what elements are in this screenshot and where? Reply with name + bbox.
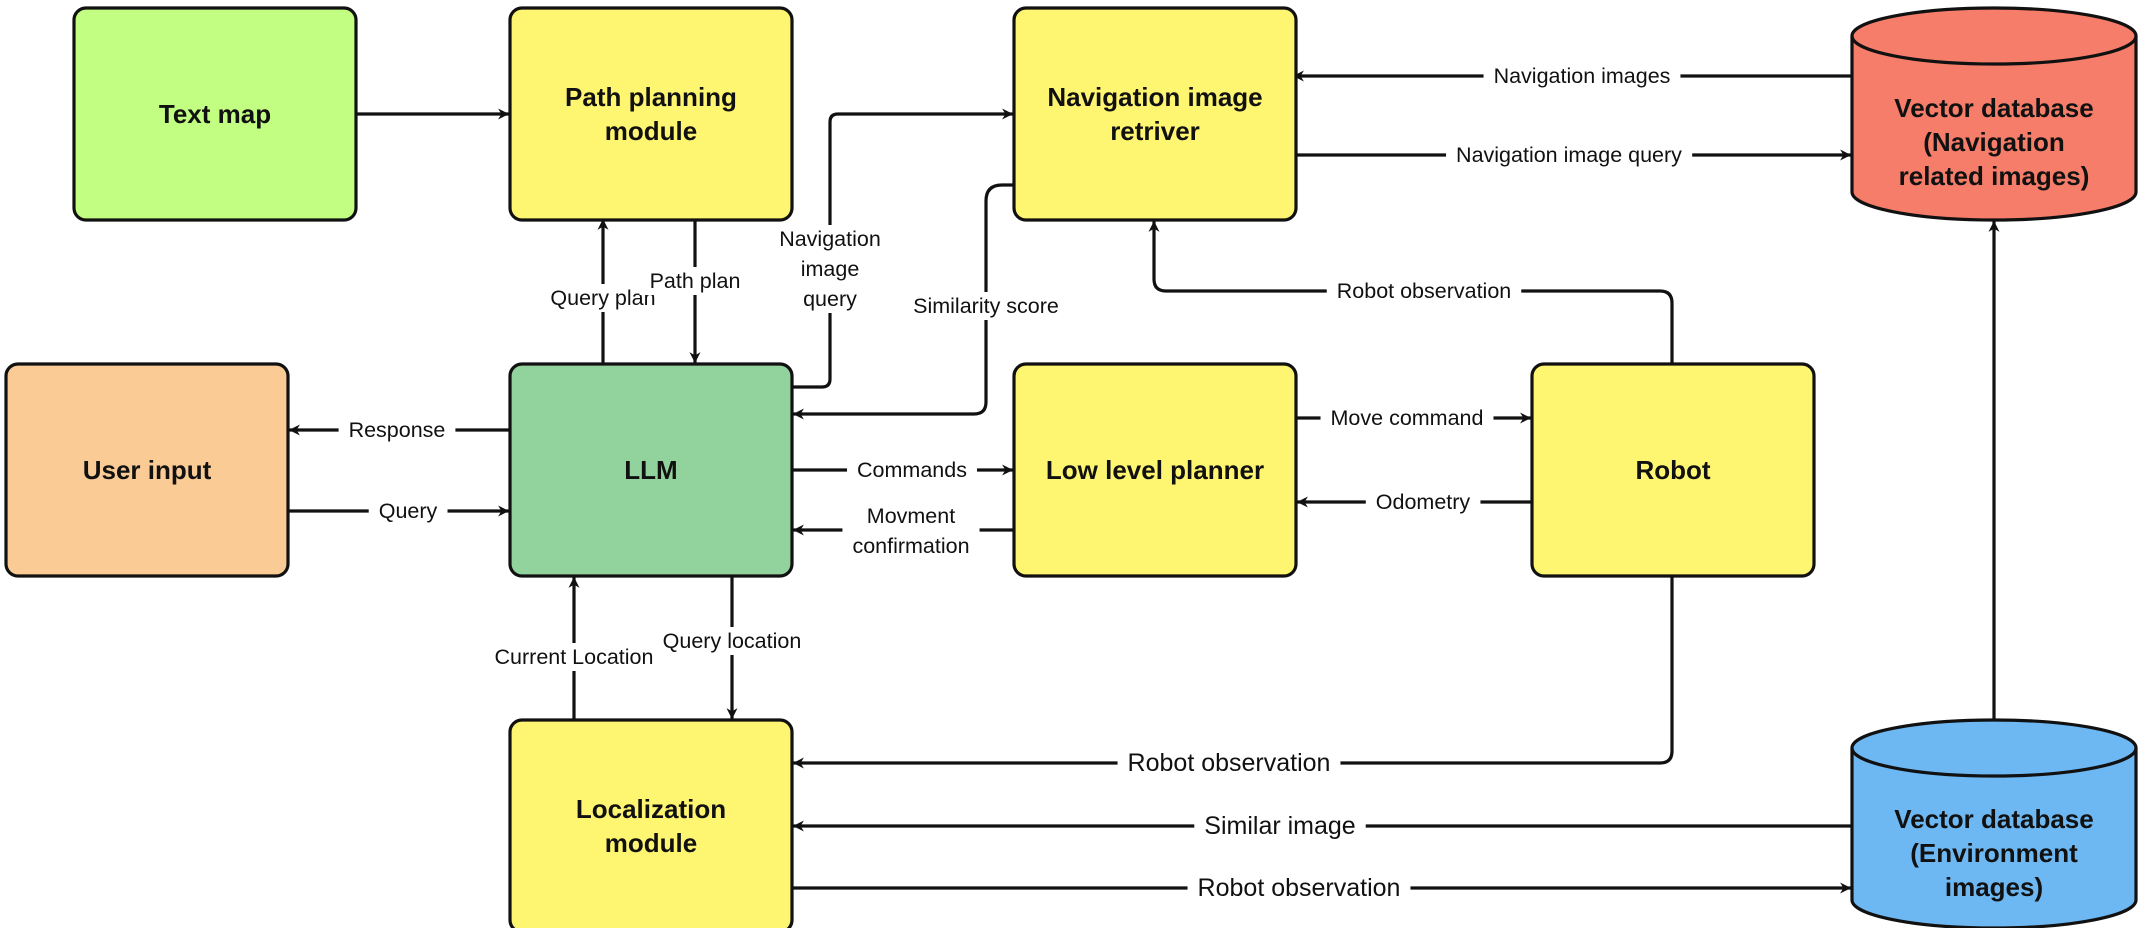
label-line: Robot observation — [1128, 749, 1331, 777]
label-line: images) — [1945, 872, 2043, 902]
label-query: Query — [368, 497, 448, 525]
svg-text:Robot observation: Robot observation — [1337, 279, 1512, 303]
label-line: LLM — [624, 455, 677, 485]
llm-node: LLM — [508, 362, 794, 578]
edge-robot-to-localization — [792, 574, 1674, 769]
label-line: image — [801, 257, 860, 281]
label-current-location: Current Location — [484, 643, 664, 671]
label-line: (Navigation — [1923, 127, 2065, 157]
node-label: LLM — [624, 455, 677, 485]
node-label: Path planning module — [565, 82, 737, 146]
label-line: Robot — [1635, 455, 1710, 485]
svg-text:Move command: Move command — [1331, 406, 1484, 430]
vector-database-navigation-node: Vector database (Navigation related images… — [1850, 6, 2138, 222]
label-line: Movment — [867, 504, 955, 528]
label-robot-observation-loc: Robot observation — [1117, 747, 1341, 779]
svg-text:Path plan: Path plan — [650, 269, 741, 293]
label-line: Response — [349, 418, 446, 442]
text-map-node: Text map — [72, 6, 358, 222]
label-similar-image: Similar image — [1194, 810, 1366, 842]
label-line: Query location — [663, 629, 802, 653]
label-line: module — [605, 116, 697, 146]
label-response: Response — [338, 416, 456, 444]
label-line: Query plan — [550, 286, 655, 310]
label-line: Path plan — [650, 269, 741, 293]
vector-database-environment-node: Vector database (Environment images) — [1850, 718, 2138, 928]
node-label: Vector database (Environment images) — [1894, 804, 2093, 902]
svg-text:Response: Response — [349, 418, 446, 442]
path-planning-module-node: Path planning module — [508, 6, 794, 222]
label-line: Robot observation — [1198, 874, 1401, 902]
navigation-image-retriever-node: Navigation image retriver — [1012, 6, 1298, 222]
node-label: Text map — [159, 99, 271, 129]
label-line: Query — [379, 499, 438, 523]
label-line: Similarity score — [913, 294, 1059, 318]
label-line: Path planning — [565, 82, 737, 112]
label-query-plan: Query plan — [540, 284, 666, 312]
label-line: Low level planner — [1046, 455, 1264, 485]
label-line: Vector database — [1894, 93, 2093, 123]
svg-text:Odometry: Odometry — [1376, 490, 1471, 514]
node-label: Vector database (Navigation related images… — [1894, 93, 2093, 191]
svg-text:Navigation images: Navigation images — [1494, 64, 1671, 88]
label-line: Similar image — [1204, 812, 1355, 840]
robot-node: Robot — [1530, 362, 1816, 578]
label-line: query — [803, 287, 857, 311]
svg-text:Navigation image query: Navigation image query — [1456, 143, 1682, 167]
svg-text:Robot observation: Robot observation — [1198, 874, 1401, 902]
label-line: Vector database — [1894, 804, 2093, 834]
label-line: Navigation image — [1047, 82, 1262, 112]
label-robot-observation-nav: Robot observation — [1326, 277, 1522, 305]
node-label: Robot — [1635, 455, 1710, 485]
label-line: User input — [83, 455, 212, 485]
label-line: Robot observation — [1337, 279, 1512, 303]
label-line: confirmation — [852, 534, 969, 558]
user-input-node: User input — [4, 362, 290, 578]
svg-text:Query: Query — [379, 499, 438, 523]
label-navigation-image-query-llm: Navigation image query — [769, 225, 891, 313]
label-query-location: Query location — [652, 627, 812, 655]
svg-text:Current Location: Current Location — [495, 645, 654, 669]
label-line: Text map — [159, 99, 271, 129]
label-commands: Commands — [847, 456, 977, 484]
label-movement-confirmation: Movment confirmation — [842, 502, 980, 560]
label-line: Commands — [857, 458, 967, 482]
label-navigation-images: Navigation images — [1483, 62, 1681, 90]
svg-text:Commands: Commands — [857, 458, 967, 482]
label-line: Odometry — [1376, 490, 1471, 514]
label-line: Localization — [576, 794, 726, 824]
label-robot-observation-env: Robot observation — [1187, 872, 1411, 904]
svg-text:Similarity score: Similarity score — [913, 294, 1059, 318]
svg-text:Query location: Query location — [663, 629, 802, 653]
low-level-planner-node: Low level planner — [1012, 362, 1298, 578]
label-odometry: Odometry — [1365, 488, 1481, 516]
label-navigation-image-query-db: Navigation image query — [1446, 141, 1693, 169]
node-label: User input — [83, 455, 212, 485]
label-similarity-score: Similarity score — [903, 292, 1069, 320]
label-line: Navigation images — [1494, 64, 1671, 88]
label-line: Current Location — [495, 645, 654, 669]
label-line: module — [605, 828, 697, 858]
svg-text:Similar image: Similar image — [1204, 812, 1355, 840]
label-line: Navigation — [779, 227, 881, 251]
nodes: Text map Path planning module Navigation … — [4, 6, 2138, 928]
edge-labels: Navigation images Navigation image query… — [338, 62, 1693, 904]
localization-module-node: Localization module — [508, 718, 794, 928]
node-label: Navigation image retriver — [1047, 82, 1262, 146]
label-line: retriver — [1110, 116, 1200, 146]
label-line: (Environment — [1910, 838, 2078, 868]
svg-text:Robot observation: Robot observation — [1128, 749, 1331, 777]
label-line: related images) — [1899, 161, 2090, 191]
label-line: Move command — [1331, 406, 1484, 430]
label-move-command: Move command — [1320, 404, 1494, 432]
label-line: Navigation image query — [1456, 143, 1682, 167]
label-path-plan: Path plan — [639, 267, 751, 295]
node-label: Localization module — [576, 794, 726, 858]
svg-text:Query plan: Query plan — [550, 286, 655, 310]
node-label: Low level planner — [1046, 455, 1264, 485]
